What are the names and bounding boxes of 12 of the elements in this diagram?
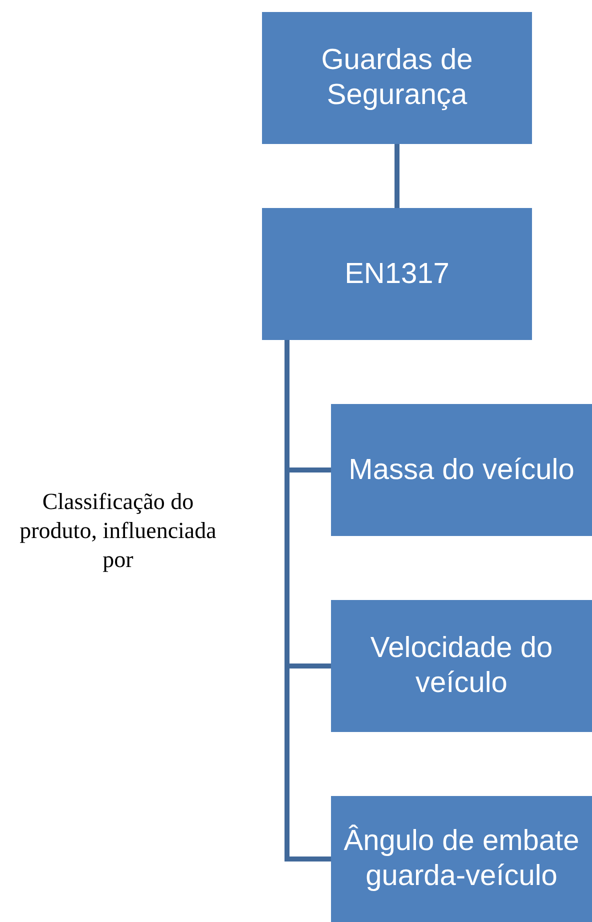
box-label: Ângulo de embate guarda-veículo bbox=[342, 824, 580, 894]
connector-line bbox=[394, 144, 400, 208]
process-box bbox=[262, 12, 532, 144]
box-label: Massa do veículo bbox=[348, 452, 574, 488]
process-box bbox=[331, 600, 592, 732]
process-box bbox=[331, 796, 592, 922]
box-label: EN1317 bbox=[344, 256, 450, 292]
box-label: Guardas de Segurança bbox=[320, 43, 474, 113]
process-box bbox=[331, 404, 592, 536]
process-box bbox=[262, 208, 532, 340]
annotation-text: Classificação do produto, influenciada por bbox=[18, 488, 218, 574]
box-label: Velocidade do veículo bbox=[369, 631, 554, 701]
